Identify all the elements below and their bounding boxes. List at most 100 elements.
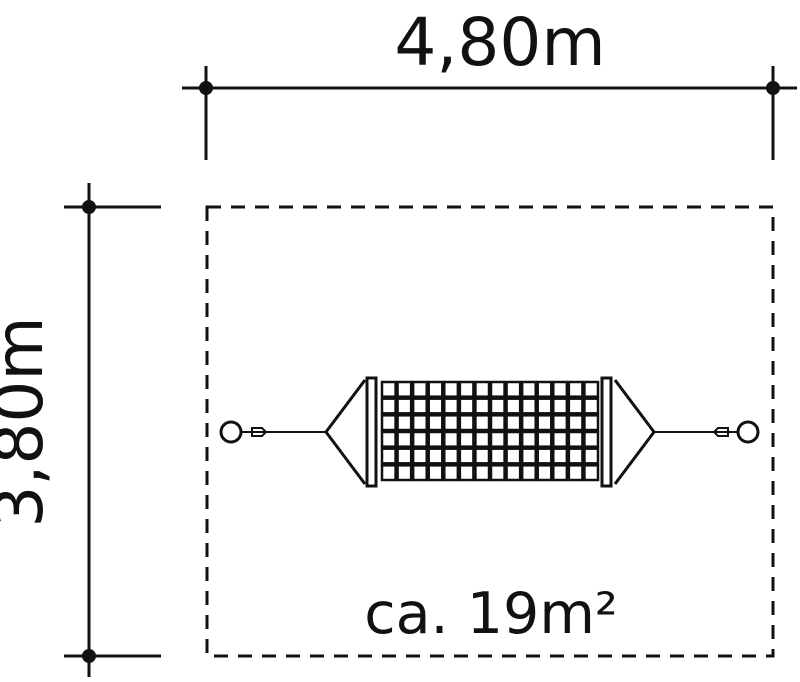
- net-cell: [474, 430, 491, 448]
- net-cell: [411, 430, 428, 448]
- net-cell: [443, 380, 460, 398]
- net-cell: [583, 430, 600, 448]
- width-right-marker: [766, 81, 780, 95]
- width-left-marker: [199, 81, 213, 95]
- net-cell: [520, 447, 537, 465]
- net-cell: [489, 414, 506, 432]
- net-cell: [411, 414, 428, 432]
- net-cell: [474, 397, 491, 415]
- net-cell: [536, 397, 553, 415]
- net-cell: [458, 447, 475, 465]
- net-cell: [458, 414, 475, 432]
- net-cell: [567, 414, 584, 432]
- net-cell: [489, 380, 506, 398]
- net-cell: [427, 397, 444, 415]
- net-cell: [520, 430, 537, 448]
- height-bottom-marker: [82, 649, 96, 663]
- net-cell: [411, 447, 428, 465]
- net-cell: [520, 414, 537, 432]
- net-cell: [396, 464, 413, 482]
- net-cell: [536, 447, 553, 465]
- net-cell: [458, 464, 475, 482]
- net-cell: [380, 414, 397, 432]
- right-anchor-ring: [736, 420, 760, 444]
- net-cell: [505, 397, 522, 415]
- net-cell: [427, 414, 444, 432]
- hammock-net: [219, 376, 760, 488]
- net-cell: [396, 397, 413, 415]
- net-cell: [443, 447, 460, 465]
- net-cell: [567, 464, 584, 482]
- net-cell: [536, 414, 553, 432]
- area-label: ca. 19m²: [364, 581, 617, 647]
- left-net-bar: [365, 376, 378, 488]
- net-cell: [489, 447, 506, 465]
- net-cell: [489, 430, 506, 448]
- net-cell: [411, 464, 428, 482]
- net-cell: [536, 430, 553, 448]
- height-label: 3,80m: [0, 316, 58, 527]
- net-cell: [396, 447, 413, 465]
- right-shackle-icon: [712, 427, 729, 437]
- safety-area-boundary: [205, 205, 775, 658]
- net-cell: [567, 430, 584, 448]
- net-cell: [380, 397, 397, 415]
- net-cell: [552, 414, 569, 432]
- net-cell: [567, 380, 584, 398]
- net-mesh: [380, 380, 600, 482]
- net-cell: [458, 397, 475, 415]
- net-cell: [536, 464, 553, 482]
- net-cell: [583, 380, 600, 398]
- right-net-bar: [600, 376, 613, 488]
- net-cell: [552, 430, 569, 448]
- net-cell: [427, 430, 444, 448]
- net-cell: [520, 397, 537, 415]
- net-cell: [380, 447, 397, 465]
- net-cell: [443, 430, 460, 448]
- net-cell: [411, 397, 428, 415]
- net-cell: [489, 397, 506, 415]
- net-cell: [396, 380, 413, 398]
- net-cell: [474, 380, 491, 398]
- net-cell: [536, 380, 553, 398]
- height-top-marker: [82, 200, 96, 214]
- net-cell: [380, 464, 397, 482]
- net-cell: [583, 447, 600, 465]
- net-cell: [552, 380, 569, 398]
- net-cell: [427, 464, 444, 482]
- net-cell: [583, 464, 600, 482]
- net-cell: [583, 397, 600, 415]
- net-cell: [489, 464, 506, 482]
- net-cell: [552, 447, 569, 465]
- net-cell: [567, 397, 584, 415]
- net-cell: [474, 414, 491, 432]
- net-cell: [396, 414, 413, 432]
- net-cell: [474, 447, 491, 465]
- net-cell: [396, 430, 413, 448]
- net-cell: [505, 380, 522, 398]
- net-cell: [505, 430, 522, 448]
- net-cell: [474, 464, 491, 482]
- net-cell: [505, 414, 522, 432]
- height-dimension: 3,80m: [0, 183, 161, 677]
- net-cell: [520, 380, 537, 398]
- net-cell: [427, 380, 444, 398]
- net-cell: [443, 464, 460, 482]
- net-cell: [458, 430, 475, 448]
- net-cell: [380, 430, 397, 448]
- net-cell: [520, 464, 537, 482]
- width-label: 4,80m: [394, 4, 605, 81]
- net-cell: [427, 447, 444, 465]
- net-cell: [583, 414, 600, 432]
- net-cell: [411, 380, 428, 398]
- right-net-taper: [613, 379, 656, 485]
- net-cell: [443, 414, 460, 432]
- net-cell: [443, 397, 460, 415]
- net-cell: [458, 380, 475, 398]
- left-anchor-ring: [219, 420, 243, 444]
- net-cell: [567, 447, 584, 465]
- net-cell: [380, 380, 397, 398]
- left-shackle-icon: [251, 427, 268, 437]
- net-cell: [552, 397, 569, 415]
